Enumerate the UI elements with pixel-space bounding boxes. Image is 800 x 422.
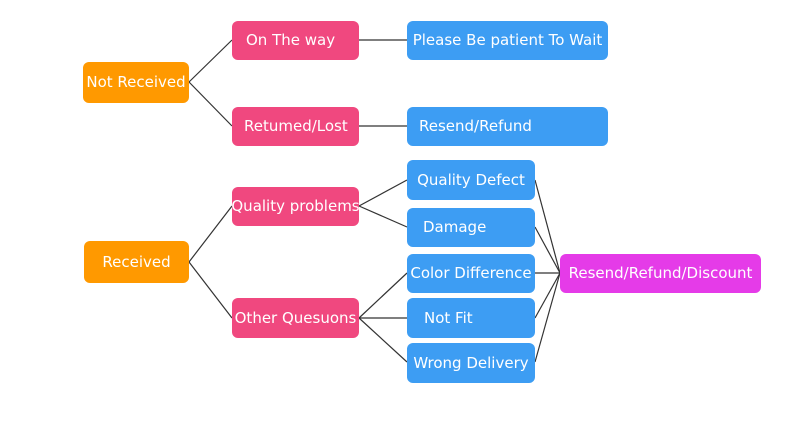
connector-not-fit-final [534,272,561,319]
on-the-way-node: On The way [232,21,359,60]
connector-quality-problems-quality-defect [358,179,408,207]
connector-wrong-delivery-final [534,272,561,363]
not-received-node: Not Received [83,62,189,103]
connector-other-questions-wrong-delivery [358,317,408,363]
connector-received-quality-problems [188,205,233,263]
connector-quality-defect-final [534,179,561,274]
connector-quality-problems-damage [358,205,408,228]
received-node: Received [84,241,189,283]
not-fit-node: Not Fit [407,298,535,338]
resend-refund-node: Resend/Refund [407,107,608,146]
color-difference-node: Color Difference [407,254,535,293]
please-wait-node: Please Be patient To Wait [407,21,608,60]
resend-refund-discount-node: Resend/Refund/Discount [560,254,761,293]
connector-not-received-on-the-way [188,39,233,83]
connector-not-received-returned-lost [188,81,233,127]
connector-damage-final [534,226,561,274]
other-questions-node: Other Quesuons [232,298,359,338]
returned-lost-node: Retumed/Lost [232,107,359,146]
quality-defect-node: Quality Defect [407,160,535,200]
wrong-delivery-node: Wrong Delivery [407,343,535,383]
connector-received-other-questions [188,261,233,319]
quality-problems-node: Quality problems [231,187,360,226]
damage-node: Damage [407,208,535,247]
connector-other-questions-color-difference [358,272,408,319]
